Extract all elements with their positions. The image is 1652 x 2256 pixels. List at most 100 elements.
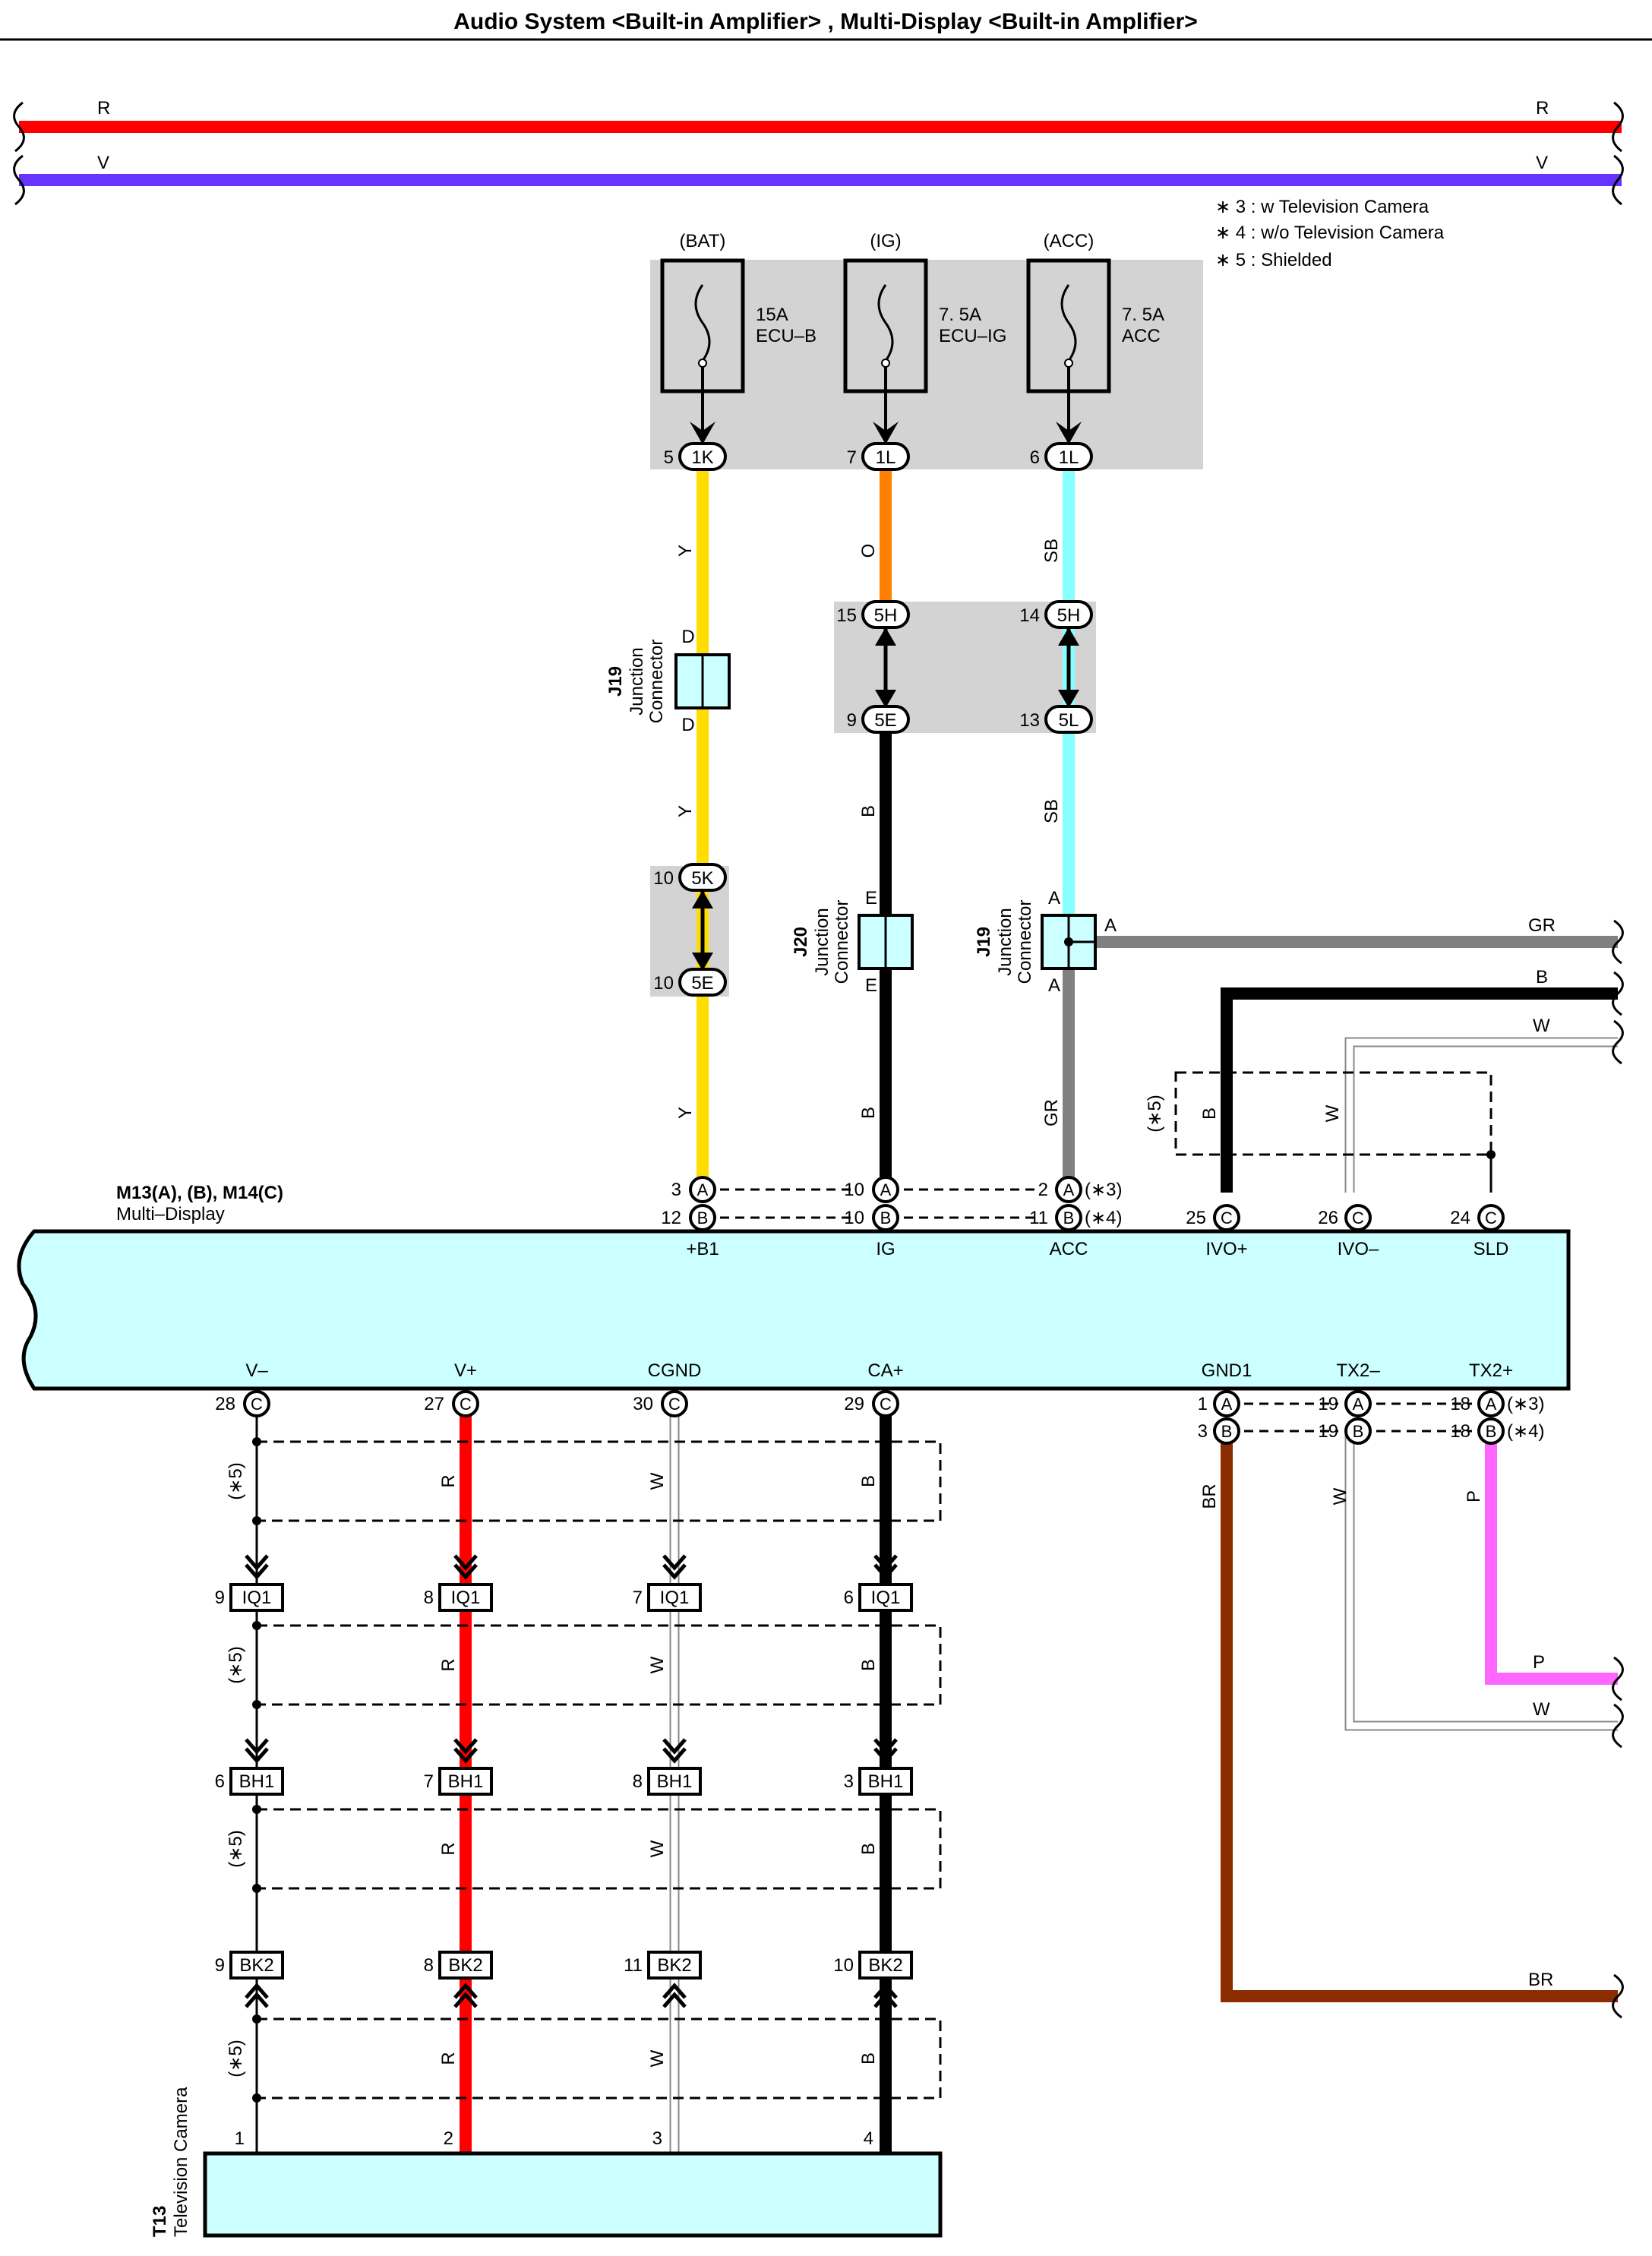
component-id: T13: [150, 2206, 170, 2237]
component-id: J20: [791, 927, 811, 957]
pin-number: 3: [844, 1771, 854, 1792]
chevron-icon: [245, 1747, 269, 1764]
connector-letter: C: [880, 1395, 892, 1414]
connector-letter: C: [251, 1395, 263, 1414]
pin-number: 12: [661, 1208, 681, 1228]
pin-note: (∗3): [1507, 1394, 1544, 1414]
pin-number: 18: [1450, 1421, 1470, 1442]
connector-oval: [1044, 442, 1093, 471]
chevron-icon: [245, 1992, 269, 2008]
fuse-ig: (IG) 7. 5A ECU–IG: [843, 231, 1006, 393]
wire-label: BR: [1199, 1483, 1220, 1509]
wire-label: W: [647, 1840, 668, 1857]
connector-code: IQ1: [242, 1588, 272, 1608]
pin-number: 6: [215, 1771, 225, 1792]
pin-number: 3: [671, 1180, 681, 1200]
chevron-icon: [453, 1738, 478, 1755]
connector-box: [438, 1767, 493, 1796]
component-name: Junction: [812, 908, 832, 975]
wire-label: SB: [1041, 799, 1062, 823]
terminal-label: IVO–: [1338, 1239, 1379, 1259]
chevron-icon: [453, 1563, 478, 1580]
fuse-arrows: [690, 367, 1082, 444]
power-bus: R R V V: [13, 98, 1624, 206]
wire-label: W: [647, 2049, 668, 2067]
shield-boxes: (∗5) (∗5) (∗5) (∗5): [226, 1437, 942, 2103]
note-4: ∗ 4 : w/o Television Camera: [1215, 223, 1445, 243]
connector-oval: [1044, 600, 1093, 629]
component-id: M13(A), (B), M14(C): [116, 1183, 283, 1203]
component-id: J19: [605, 666, 626, 697]
pin-letter: E: [865, 888, 877, 908]
connector-letter: B: [880, 1209, 892, 1228]
pin-note: (∗4): [1085, 1208, 1122, 1228]
shield-label: (∗5): [1145, 1095, 1165, 1132]
chevron-icon: [662, 1983, 687, 1999]
chevron-icon: [873, 1738, 898, 1755]
pin-number: 19: [1318, 1394, 1338, 1414]
junction-connector-j19-acc: A A A J19 Junction Connector GR: [974, 888, 1117, 1126]
pin-number: 4: [864, 2128, 873, 2149]
connector-code: BK2: [448, 1955, 482, 1976]
component-name: Connector: [832, 900, 852, 984]
camera-wires: [255, 1416, 892, 2153]
connector-letter: A: [1486, 1395, 1497, 1414]
component-name: Television Camera: [171, 2087, 191, 2237]
wire-label: P: [1533, 1652, 1545, 1673]
connector-letter: C: [1221, 1209, 1233, 1228]
connector-letter: A: [697, 1180, 709, 1199]
wire-label: GR: [1528, 915, 1556, 936]
connector-letter: A: [1353, 1395, 1364, 1414]
connector-letter: C: [668, 1395, 681, 1414]
terminal-label: V+: [454, 1360, 477, 1381]
break-mark: [1612, 1703, 1624, 1749]
pin-number: 7: [424, 1771, 434, 1792]
connector-oval: [678, 863, 727, 892]
pin-number: 25: [1186, 1208, 1206, 1228]
connector-code: BH1: [239, 1771, 275, 1792]
fuse-source: (IG): [870, 231, 901, 251]
connector-letter: A: [1221, 1395, 1233, 1414]
connector-letter: C: [460, 1395, 472, 1414]
wire-br: [1221, 1431, 1618, 2002]
pin-note: (∗4): [1507, 1421, 1544, 1442]
chevron-icon: [245, 1554, 269, 1571]
junction-connector-j19-bat: D D J19 Junction Connector Y: [605, 627, 731, 817]
pin-number: 11: [1029, 1208, 1048, 1228]
pin-number: 10: [653, 868, 674, 889]
terminal-label: ACC: [1050, 1239, 1088, 1259]
fuse-acc: (ACC) 7. 5A ACC: [1026, 231, 1164, 393]
pin-number: 6: [1030, 447, 1040, 468]
wire-label: BR: [1528, 1970, 1553, 1990]
pin-letter: A: [1104, 915, 1117, 936]
chevron-icon: [662, 1563, 687, 1580]
connector-code: 5H: [874, 605, 898, 626]
wire-label: R: [1536, 98, 1549, 118]
pin-number: 1: [1198, 1394, 1208, 1414]
wire-label: B: [858, 1659, 879, 1671]
component-name: Junction: [627, 647, 647, 715]
pin-number: 5: [664, 447, 674, 468]
pin-number: 10: [653, 973, 674, 994]
connector-oval: [1044, 705, 1093, 734]
terminal-label: GND1: [1202, 1360, 1252, 1381]
wire-label: SB: [1041, 539, 1062, 563]
connector-box: [229, 1583, 284, 1612]
connector-letter: B: [1353, 1422, 1364, 1441]
connector-letter: C: [1352, 1209, 1364, 1228]
pin-number: 10: [844, 1208, 864, 1228]
terminal-label: IG: [876, 1239, 895, 1259]
connector-code: 5E: [691, 973, 713, 994]
fuse-name: ACC: [1122, 326, 1161, 346]
wire-label: Y: [675, 545, 696, 557]
wire-label: B: [1536, 967, 1548, 987]
chevron-icon: [453, 1992, 478, 2008]
wire-label: V: [1536, 153, 1548, 173]
